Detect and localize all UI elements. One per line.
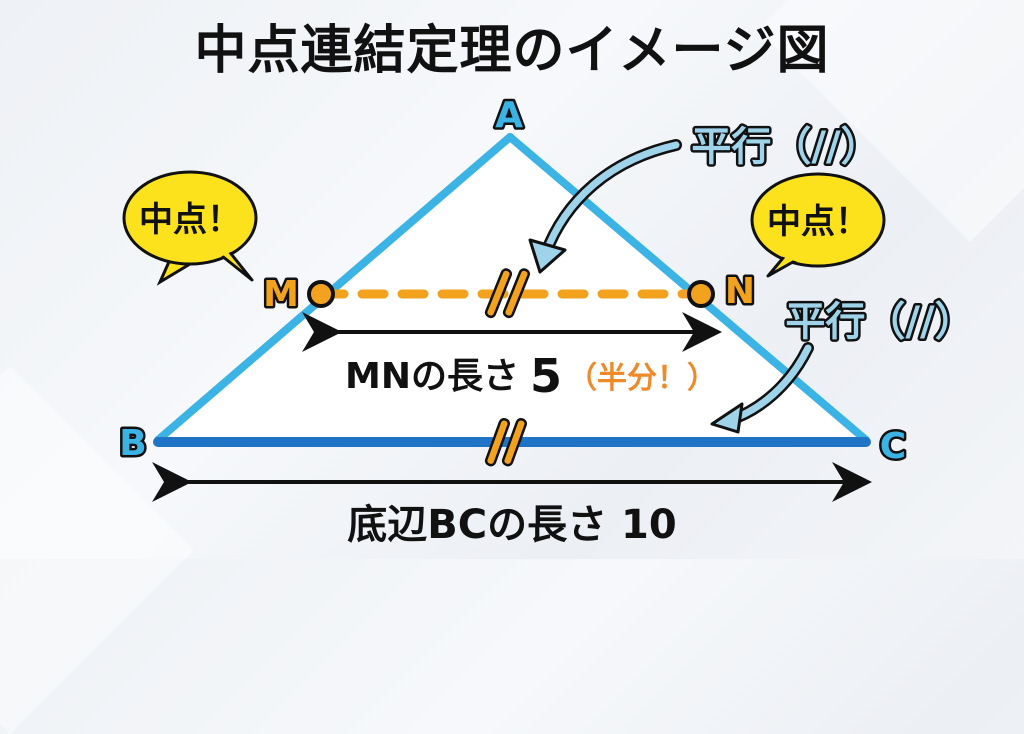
parallel-label-bottom: 平行（//） (785, 299, 974, 345)
page-title: 中点連結定理のイメージ図 (194, 21, 830, 81)
vertex-label-n: N (725, 271, 755, 312)
bc-length-label: 底辺BCの長さ 10 (347, 502, 676, 548)
mn-half-note: （半分！） (567, 361, 717, 396)
speech-bubble-left (122, 170, 258, 286)
curved-arrow-bottom-icon (710, 342, 814, 434)
vertex-label-c: C (880, 426, 906, 467)
speech-bubble-right (750, 172, 886, 278)
curved-arrow-top-icon (528, 139, 682, 274)
midpoint-theorem-diagram: 中点！ 中点！ A B C M N 平行（//） 平行（//） MNの長さ 5 … (117, 93, 977, 549)
vertex-label-a: A (495, 95, 523, 136)
vertex-label-b: B (119, 423, 146, 464)
vertex-label-m: M (263, 274, 299, 315)
mn-length-value: 5 (530, 349, 562, 403)
midpoint-right-text: 中点！ (767, 202, 869, 242)
side-ac (506, 133, 870, 444)
parallel-mark-mn (484, 268, 531, 319)
midpoint-m (307, 280, 335, 308)
midpoint-left-text: 中点！ (139, 200, 241, 240)
midpoint-n (687, 280, 715, 308)
side-ab (154, 133, 514, 444)
mn-length-label: MNの長さ (345, 356, 519, 397)
parallel-label-top: 平行（//） (691, 124, 880, 170)
